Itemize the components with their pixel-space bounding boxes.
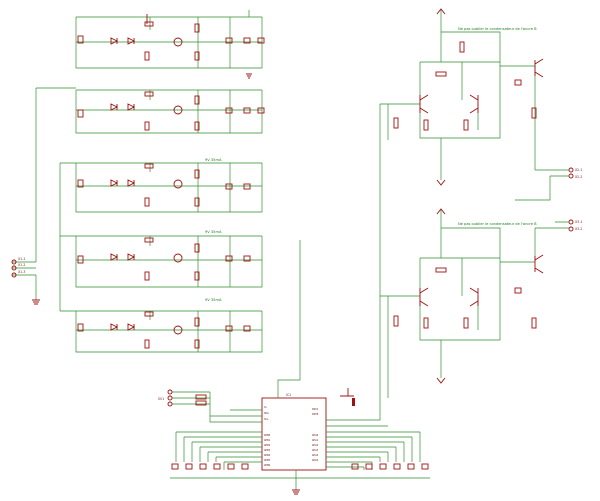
ic-pin-scl: SCL (264, 417, 269, 421)
transistor-t5 (469, 287, 479, 307)
regulator-block-1 (75, 10, 265, 79)
transistor-t4 (419, 287, 429, 307)
connector-x2-2[interactable] (568, 173, 574, 179)
connector-x1-3[interactable] (11, 272, 17, 278)
vcc-arrow-top (436, 179, 446, 186)
regulator-5-note: 9V 35mA (205, 298, 222, 302)
ic-pin-sda: SDA (264, 411, 269, 415)
regulator-4-note: 9V 35mA (205, 230, 222, 234)
connector-sv1-2[interactable] (167, 395, 173, 401)
ic-pin-gpb4: GPB4 (264, 453, 271, 457)
ic-pin-gpa2: GPA2 (312, 443, 319, 447)
connector-x1-2[interactable] (11, 265, 17, 271)
connector-x3-2-label: X3-2 (575, 227, 582, 231)
ic-pin-gpb6: GPB6 (264, 463, 271, 467)
output-capacitors (171, 463, 429, 470)
vcc-arrow-bottom-rail (436, 208, 446, 215)
ic-name: IC1 (286, 393, 291, 397)
transistor-t1 (419, 94, 429, 114)
ground-symbol-bottom (292, 489, 300, 495)
connector-x1-2-label: X1-2 (18, 263, 25, 267)
ground-symbol-left (32, 299, 40, 305)
connector-x2-2-label: X2-2 (575, 175, 582, 179)
regulator-3-note: 9V 35mA (205, 158, 222, 162)
regulator-block-3: 9V 35mA (60, 158, 263, 213)
ic-pin-gpa1: GPA1 (312, 438, 319, 442)
ic-right-pins: INTA INTB GPA0 GPA1 GPA2 GPA3 GPA4 GPA5 (312, 407, 319, 462)
driver-top-note: Ne pas oublier le condensateur de l'ancr… (458, 27, 537, 31)
transistor-t3 (534, 58, 544, 78)
connector-x2-1-label: X2-1 (575, 168, 582, 172)
vcc-arrow-top-rail (436, 8, 446, 15)
ic-pin-gpa0: GPA0 (312, 433, 319, 437)
connector-x3-2[interactable] (568, 226, 574, 232)
vcc-arrow-bottom (436, 377, 446, 384)
ic-pin-gpa3: GPA3 (312, 448, 319, 452)
connector-x3-1-label: X3-1 (575, 220, 582, 224)
driver-bottom-note: Ne pas oublier le condensateur de l'ancr… (458, 222, 537, 226)
connector-x2-1[interactable] (568, 167, 574, 173)
connector-sv1-label: SV1 (158, 397, 164, 401)
transistor-t2 (469, 94, 479, 114)
ic-body (261, 397, 327, 471)
regulator-block-4: 9V 35mA (60, 230, 263, 288)
transistor-t6 (534, 254, 544, 274)
ic-pin-gpa4: GPA4 (312, 453, 319, 457)
connector-x1-1-label: X1-1 (18, 257, 25, 261)
ic-pin-cl: CL (264, 405, 268, 409)
ic-pin-gpb5: GPB5 (264, 458, 271, 462)
ic-pin-gpb2: GPB2 (264, 443, 271, 447)
driver-stage-bottom: Ne pas oublier le condensateur de l'ancr… (387, 208, 582, 398)
connector-x1-3-label: X1-3 (18, 270, 25, 274)
ic-pin-gpb3: GPB3 (264, 448, 271, 452)
connector-x3-1[interactable] (568, 219, 574, 225)
ic-left-pins: CL SDA SCL GPB0 GPB1 GPB2 GPB3 GPB4 GPB5… (264, 405, 271, 467)
ic-pin-intb: INTB (312, 412, 319, 416)
ic-pin-gpa5: GPA5 (312, 458, 319, 462)
ic-pin-gpb1: GPB1 (264, 438, 271, 442)
pullup-component (340, 388, 354, 397)
ic-pin-gpb0: GPB0 (264, 433, 271, 437)
regulator-blocks: 9V 35mA 9V 35mA 9V (11, 10, 265, 353)
ic-pin-inta: INTA (312, 407, 319, 411)
connector-sv1-3[interactable] (167, 401, 173, 407)
io-expander: IC1 CL SDA SCL GPB0 GPB1 GPB2 GPB3 GPB4 … (158, 103, 430, 495)
regulator-block-2 (75, 89, 265, 134)
connector-sv1-1[interactable] (167, 389, 173, 395)
regulator-block-5: 9V 35mA (60, 298, 263, 353)
connector-x1-1[interactable] (11, 259, 17, 265)
driver-stage-top: Ne pas oublier le condensateur de l'ancr… (387, 8, 582, 201)
